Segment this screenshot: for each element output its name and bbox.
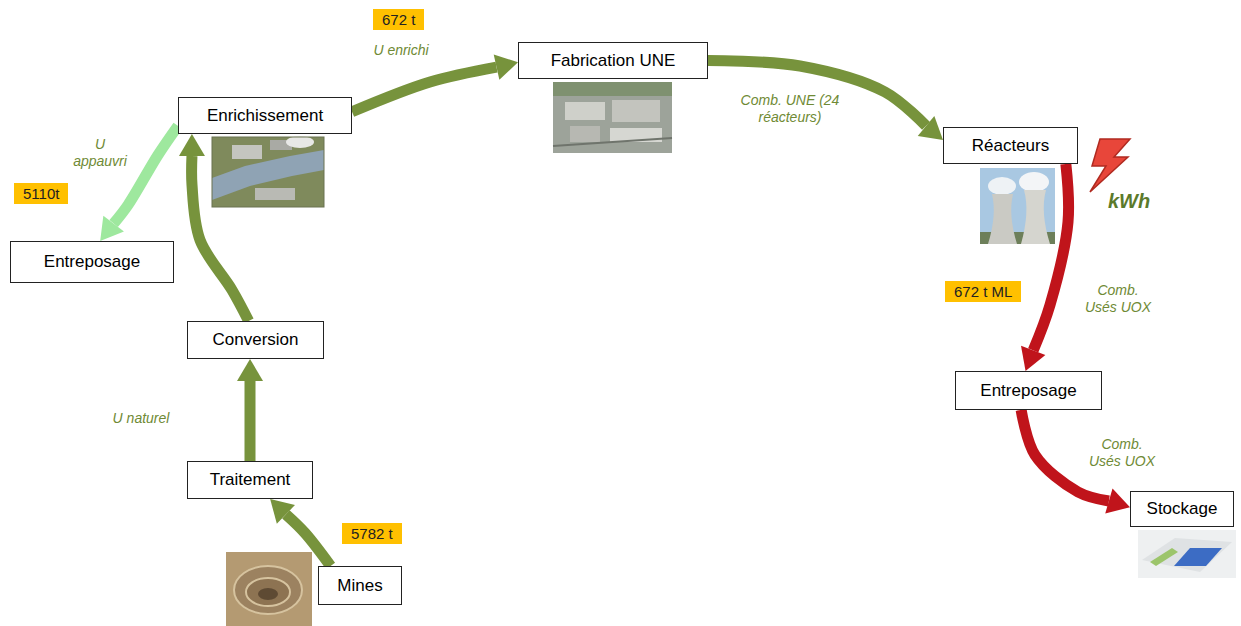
process-box: Entreposage — [955, 371, 1102, 410]
flow-label: Comb. UNE (24 réacteurs) — [730, 92, 850, 126]
photo-field — [553, 82, 672, 96]
process-box: Conversion — [187, 321, 324, 359]
flow-label: Comb. Usés UOX — [1082, 282, 1154, 316]
arrow-head — [100, 216, 124, 241]
box-label: Conversion — [213, 330, 299, 350]
process-box: Fabrication UNE — [518, 42, 708, 79]
flow-arrow — [708, 61, 943, 140]
flow-label: U enrichi — [366, 42, 436, 59]
enrichment-site-photo — [212, 136, 324, 207]
reactor-photo — [980, 168, 1055, 244]
flow-arrow — [352, 54, 518, 111]
photo-frame — [212, 137, 324, 207]
process-box: Réacteurs — [943, 127, 1078, 164]
photo-platform — [1142, 538, 1232, 572]
arrow-shaft — [352, 67, 497, 112]
box-label: Entreposage — [980, 381, 1076, 401]
quantity-tag: 5110t — [14, 183, 68, 204]
photo-building — [565, 102, 605, 120]
photo-river — [212, 150, 324, 200]
cooling-tower — [988, 194, 1017, 244]
arrow-head — [179, 134, 205, 156]
flow-arrow — [100, 126, 178, 241]
photo-road — [553, 138, 672, 146]
flow-label: U naturel — [106, 410, 176, 427]
flow-label: Comb. Usés UOX — [1086, 436, 1158, 470]
process-box: Mines — [318, 566, 402, 605]
arrow-head — [270, 499, 295, 524]
arrow-shaft — [245, 381, 256, 461]
pit-bottom — [258, 588, 278, 600]
flow-arrow — [237, 359, 263, 461]
photo-hall — [1174, 548, 1222, 566]
arrow-head — [237, 359, 263, 381]
photo-steam — [1019, 172, 1049, 192]
arrow-head — [494, 54, 518, 79]
arrow-shaft — [192, 156, 249, 321]
quantity-tag: 672 t — [373, 9, 424, 30]
photo-building — [570, 126, 600, 142]
quantity-tag: 672 t ML — [945, 281, 1021, 302]
pit-ring — [246, 578, 290, 606]
repository-photo — [1138, 530, 1236, 578]
box-label: Enrichissement — [207, 106, 323, 126]
arrow-shaft — [114, 126, 178, 224]
pit-ring — [234, 566, 302, 614]
photo-building — [612, 100, 660, 122]
flow-arrow — [1021, 164, 1068, 371]
box-label: Mines — [337, 576, 382, 596]
photo-ground — [212, 137, 324, 207]
process-box: Entreposage — [10, 241, 174, 283]
flow-arrow — [179, 134, 249, 321]
fuel-plant-photo — [553, 82, 672, 153]
photo-ground — [226, 552, 312, 626]
photo-steam — [988, 177, 1016, 195]
box-label: Stockage — [1147, 499, 1218, 519]
lightning-symbol — [1090, 139, 1130, 192]
arrow-shaft — [1033, 164, 1068, 350]
photo-building — [232, 145, 262, 159]
process-box: Enrichissement — [178, 97, 352, 134]
energy-label: kWh — [1108, 190, 1150, 213]
cooling-tower — [1021, 190, 1050, 244]
photo-field — [1150, 548, 1178, 566]
arrow-shaft — [708, 61, 926, 126]
photo-plume — [286, 136, 314, 148]
box-label: Traitement — [210, 470, 291, 490]
quantity-tag: 5782 t — [342, 523, 402, 544]
process-box: Traitement — [187, 461, 313, 499]
photo-ground — [553, 82, 672, 153]
arrow-shaft — [286, 514, 331, 566]
mine-photo — [226, 552, 312, 626]
arrow-head — [1021, 346, 1045, 371]
photo-sky — [980, 168, 1055, 244]
box-label: Réacteurs — [972, 136, 1049, 156]
arrow-head — [1105, 489, 1130, 514]
box-label: Entreposage — [44, 252, 140, 272]
process-box: Stockage — [1130, 491, 1234, 527]
flow-arrow — [270, 499, 330, 566]
arrow-head — [918, 116, 943, 140]
photo-ground — [1138, 530, 1236, 578]
box-label: Fabrication UNE — [551, 51, 676, 71]
flow-label: U appauvri — [68, 136, 132, 170]
photo-building — [255, 188, 295, 200]
